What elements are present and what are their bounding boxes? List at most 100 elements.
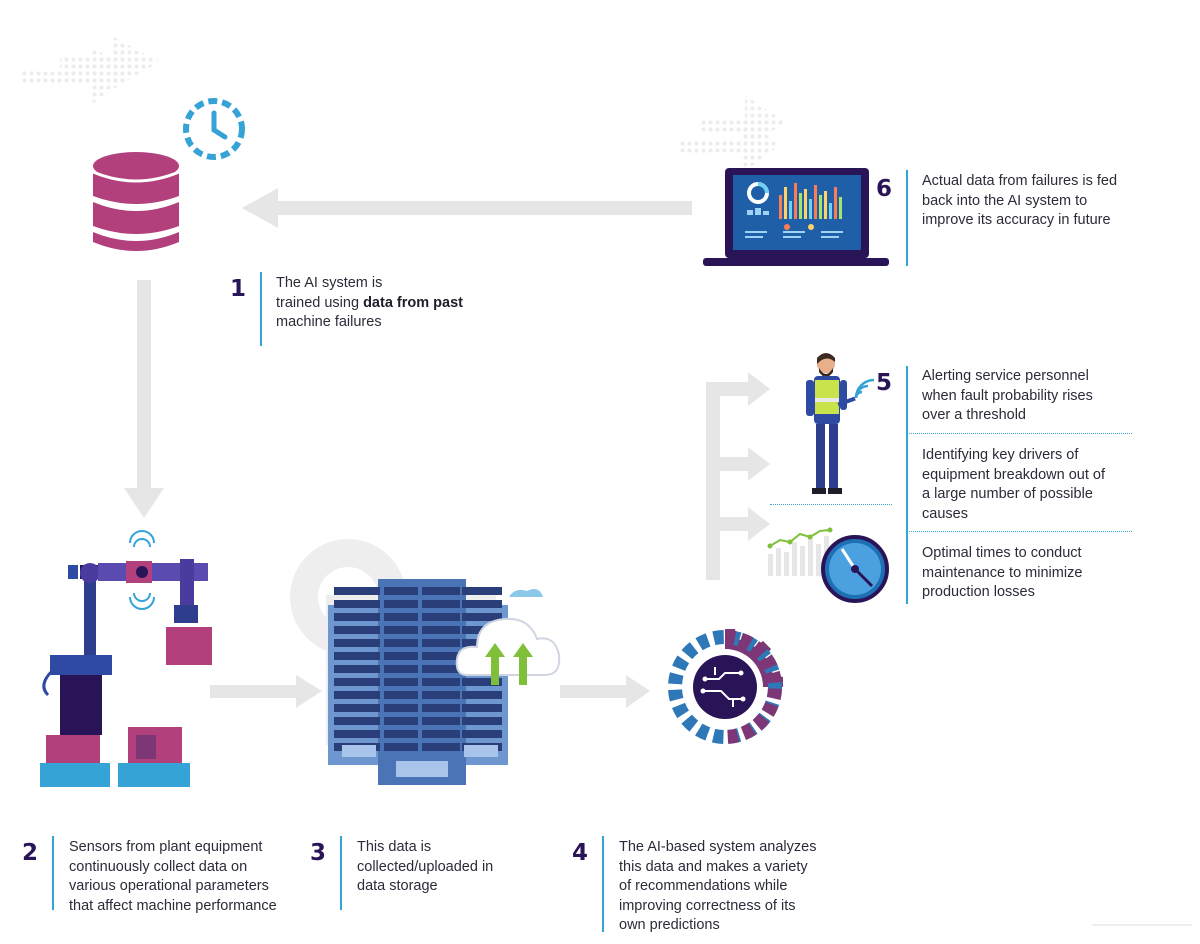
text-line: continuously collect data on: [69, 858, 248, 875]
rack-slot: [422, 730, 460, 738]
rack-slot: [422, 652, 460, 660]
rack-slot: [422, 678, 460, 686]
text-line: causes: [922, 505, 968, 522]
step-1-text: The AI system is trained using data from…: [276, 274, 463, 333]
text-line-bold: data from past: [363, 294, 463, 311]
step-number: 3: [310, 840, 327, 866]
step-accent-bar: [906, 170, 908, 266]
rack-slot: [384, 730, 418, 738]
step-number: 4: [572, 840, 589, 866]
text-line: Identifying key drivers of: [922, 447, 1079, 463]
rack-slot: [384, 717, 418, 725]
step-5-item: Alerting service personnel when fault pr…: [922, 367, 1093, 426]
rack-slot: [384, 652, 418, 660]
rack-slot: [334, 665, 380, 673]
step-number: 2: [22, 840, 39, 866]
dotted-divider: [906, 531, 1132, 532]
rack-slot: [334, 704, 380, 712]
dotted-divider: [770, 504, 892, 505]
step-accent-bar: [602, 836, 604, 932]
rack-slot: [384, 613, 418, 621]
ai-gear-chip-icon: [668, 629, 783, 744]
step-5-item: Identifying key drivers of equipment bre…: [922, 446, 1105, 524]
rack-slot: [422, 587, 460, 595]
rack-slot: [462, 691, 502, 699]
rack-slot: [384, 587, 418, 595]
text-line: This data is: [357, 839, 432, 855]
text-line: Alerting service personnel: [922, 368, 1089, 384]
rack-slot: [462, 600, 502, 608]
step-accent-bar: [906, 366, 908, 604]
text-line: Optimal times to conduct: [922, 545, 1082, 561]
rack-slot: [462, 730, 502, 738]
text-line: of recommendations while: [619, 878, 788, 895]
rack-slot: [384, 639, 418, 647]
rack-slot: [334, 600, 380, 608]
laptop-dashboard-icon: [703, 168, 889, 266]
rack-slot: [462, 613, 502, 621]
rack-slot: [334, 613, 380, 621]
text-line: Sensors from plant equipment: [69, 839, 263, 855]
text-line: production losses: [922, 584, 1035, 601]
step-number: 5: [876, 370, 893, 396]
step-6-text: Actual data from failures is fed back in…: [922, 172, 1117, 231]
text-line: over a threshold: [922, 407, 1026, 424]
rack-slot: [384, 743, 418, 751]
rack-slot: [422, 717, 460, 725]
rack-slot: [462, 587, 502, 595]
rack-slot: [334, 639, 380, 647]
text-line: various operational parameters: [69, 878, 269, 895]
rack-slot: [384, 626, 418, 634]
rack-slot: [422, 613, 460, 621]
rack-slot: [422, 600, 460, 608]
text-line: that affect machine performance: [69, 897, 277, 914]
rack-slot: [334, 626, 380, 634]
rack-slot: [334, 717, 380, 725]
rack-slot: [422, 704, 460, 712]
text-line: back into the AI system to: [922, 192, 1088, 209]
rack-slot: [422, 665, 460, 673]
text-line: maintenance to minimize: [922, 564, 1083, 581]
text-line: equipment breakdown out of: [922, 466, 1105, 483]
text-line: data storage: [357, 878, 438, 895]
rack-slot: [334, 691, 380, 699]
technician-icon: [806, 353, 856, 494]
rack-slot: [384, 704, 418, 712]
text-line: The AI-based system analyzes: [619, 839, 817, 855]
step-number: 1: [230, 276, 247, 302]
text-line: Actual data from failures is fed: [922, 173, 1118, 189]
rack-slot: [462, 704, 502, 712]
step-3-text: This data is collected/uploaded in data …: [357, 838, 493, 897]
clock-refresh-icon: [183, 98, 245, 160]
rack-slot: [334, 730, 380, 738]
rack-slot: [334, 587, 380, 595]
rack-slot: [334, 678, 380, 686]
step-5-item: Optimal times to conduct maintenance to …: [922, 544, 1082, 603]
corner-rule: [1092, 924, 1192, 926]
database-icon: [92, 152, 180, 251]
wifi-icon: [854, 378, 875, 399]
robot-arm-icon: [40, 530, 212, 787]
rack-slot: [384, 678, 418, 686]
rack-slot: [462, 678, 502, 686]
text-line: when fault probability rises: [922, 387, 1093, 404]
step-accent-bar: [52, 836, 54, 910]
step-4-text: The AI-based system analyzes this data a…: [619, 838, 816, 936]
gauge-icon: [821, 535, 889, 603]
text-line: a large number of possible: [922, 486, 1093, 503]
rack-slot: [384, 600, 418, 608]
rack-slot: [384, 691, 418, 699]
rack-slot: [422, 743, 460, 751]
text-line: own predictions: [619, 917, 720, 934]
text-line: machine failures: [276, 314, 382, 331]
rack-slot: [462, 717, 502, 725]
text-line: improve its accuracy in future: [922, 212, 1111, 229]
step-accent-bar: [340, 836, 342, 910]
rack-slot: [422, 626, 460, 634]
rack-slot: [422, 691, 460, 699]
text-line: trained using data from past: [276, 294, 463, 314]
text-line: The AI system is: [276, 275, 383, 291]
server-rack-icon: [290, 539, 508, 785]
